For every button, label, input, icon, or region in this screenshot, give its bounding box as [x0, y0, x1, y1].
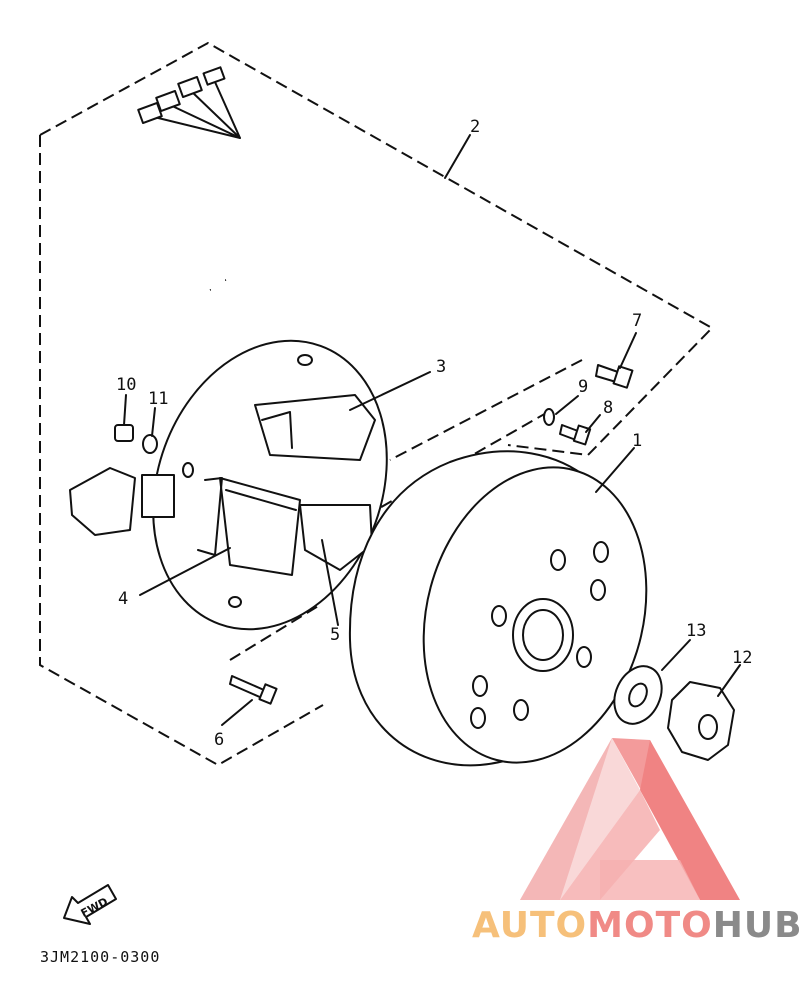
callout-12: 12 — [732, 648, 752, 668]
part-code: 3JM2100-0300 — [40, 948, 161, 966]
fwd-arrow-icon: FWD — [63, 884, 117, 925]
callout-10: 10 — [116, 375, 136, 395]
nut-part-10 — [114, 424, 134, 442]
screw-part-7 — [595, 364, 634, 389]
callout-2: 2 — [470, 117, 480, 137]
callout-5: 5 — [330, 625, 340, 645]
leader-dashed — [389, 359, 583, 461]
watermark-logo-icon — [520, 738, 740, 900]
callout-11: 11 — [148, 389, 168, 409]
leader-lines — [123, 134, 741, 726]
callout-4: 4 — [118, 589, 128, 609]
flywheel-rotor — [348, 450, 648, 767]
callout-7: 7 — [632, 311, 642, 331]
watermark-auto: AUTO — [472, 905, 588, 946]
callout-9: 9 — [578, 377, 588, 397]
callout-8: 8 — [603, 398, 613, 418]
wire-harness — [50, 66, 347, 536]
washer — [613, 665, 663, 725]
watermark-text: AUTOMOTOHUB — [472, 905, 800, 946]
callout-6: 6 — [214, 730, 224, 750]
callout-3: 3 — [436, 357, 446, 377]
washer-part-11 — [142, 434, 158, 454]
callout-1: 1 — [632, 431, 642, 451]
assembly-outline — [39, 41, 714, 767]
watermark-moto: MOTO — [587, 905, 713, 946]
screw-part-6 — [229, 675, 278, 705]
watermark-hub: HUB — [712, 905, 800, 946]
flange-nut — [667, 681, 735, 761]
callout-13: 13 — [686, 621, 706, 641]
screw-part-8 — [559, 424, 592, 446]
washer-part-9 — [543, 408, 555, 426]
